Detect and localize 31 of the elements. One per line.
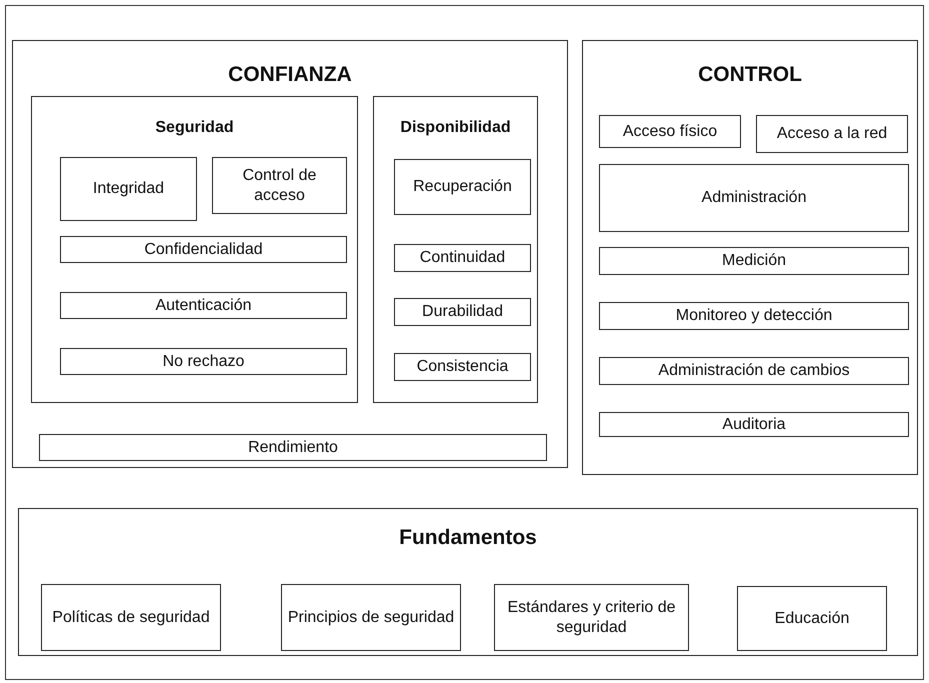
category-box: Confidencialidad [60, 236, 347, 263]
category-box: Recuperación [394, 159, 531, 215]
category-box: Monitoreo y detección [599, 302, 909, 330]
category-box: Durabilidad [394, 298, 531, 326]
category-box: Administración [599, 164, 909, 232]
group-box [582, 40, 918, 475]
group-heading: CONFIANZA [228, 63, 352, 87]
category-box: Auditoria [599, 412, 909, 437]
category-box: Autenticación [60, 292, 347, 319]
category-box: Administración de cambios [599, 357, 909, 385]
group-box [12, 40, 568, 468]
category-box: Continuidad [394, 244, 531, 272]
group-heading: CONTROL [698, 63, 802, 87]
category-box: Acceso a la red [756, 115, 908, 153]
group-heading: Fundamentos [399, 526, 537, 550]
category-box: Medición [599, 247, 909, 275]
category-box: Educación [737, 586, 887, 651]
category-box: Control de acceso [212, 157, 347, 214]
group-box [373, 96, 538, 403]
category-box: Políticas de seguridad [41, 584, 221, 651]
category-box: Rendimiento [39, 434, 547, 461]
category-box: Principios de seguridad [281, 584, 461, 651]
category-box: Acceso físico [599, 115, 741, 148]
category-box: Estándares y criterio de seguridad [494, 584, 689, 651]
group-box [18, 508, 918, 656]
group-box [31, 96, 358, 403]
group-heading: Disponibilidad [400, 119, 511, 137]
category-box: No rechazo [60, 348, 347, 375]
group-heading: Seguridad [155, 119, 234, 137]
category-box: Consistencia [394, 353, 531, 381]
category-box: Integridad [60, 157, 197, 221]
